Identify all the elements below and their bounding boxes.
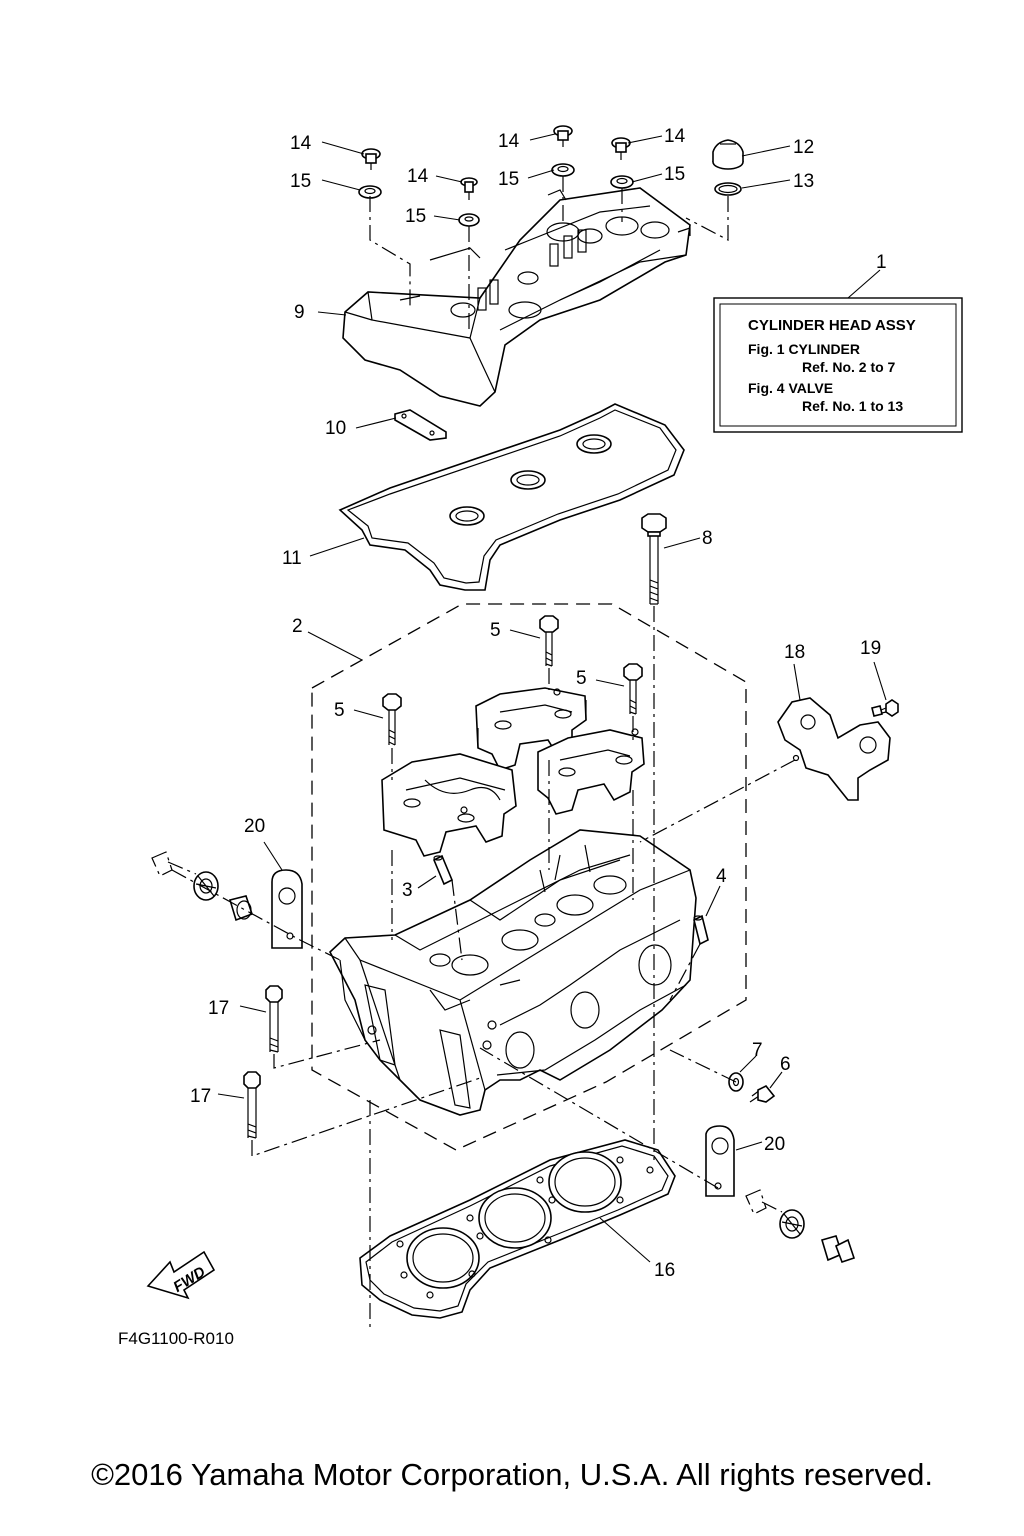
cylinder-head — [329, 829, 697, 1116]
cylinder-head-group-outline — [311, 603, 747, 1151]
bolt-17-lower — [243, 1071, 261, 1139]
stud-assembly-right — [745, 1189, 856, 1264]
bolt-14-center — [553, 125, 573, 147]
callout-5: 5 — [576, 668, 587, 689]
callout-15: 15 — [498, 169, 519, 190]
callout-6: 6 — [780, 1054, 791, 1075]
callout-16: 16 — [654, 1260, 675, 1281]
bolt-6 — [749, 1084, 776, 1103]
cylinder-head-cover-9 — [342, 187, 691, 407]
bolt-14-center-left — [460, 177, 478, 200]
bracket-10 — [394, 409, 447, 441]
leader-lines — [217, 133, 887, 1263]
grommet-15-center — [551, 163, 575, 177]
callout-17: 17 — [190, 1086, 211, 1107]
callout-10: 10 — [325, 418, 346, 439]
dowel-pin-3 — [432, 854, 454, 886]
head-cover-gasket-11 — [338, 403, 685, 591]
head-gasket-16 — [359, 1139, 676, 1319]
callout-15: 15 — [290, 171, 311, 192]
callout-18: 18 — [784, 642, 805, 663]
bolt-5-left — [382, 693, 402, 746]
camshaft-cap-left — [381, 753, 517, 857]
bolt-14-left — [361, 148, 381, 170]
bolt-14-right — [611, 137, 631, 160]
callout-20: 20 — [244, 816, 265, 837]
bolt-5-right — [623, 663, 643, 715]
bracket-20-right — [705, 1125, 735, 1197]
bracket-18 — [777, 697, 891, 801]
callout-1: 1 — [876, 252, 887, 273]
callout-8: 8 — [702, 528, 713, 549]
callout-11: 11 — [282, 548, 302, 569]
callout-14: 14 — [290, 133, 312, 154]
assembly-info-box: CYLINDER HEAD ASSY Fig. 1 CYLINDER Ref. … — [713, 297, 963, 433]
callout-4: 4 — [716, 866, 727, 887]
callout-17: 17 — [208, 998, 229, 1019]
assembly-box-line3: Fig. 4 VALVE — [748, 380, 833, 396]
long-bolt-8 — [641, 513, 667, 605]
callout-15: 15 — [664, 164, 685, 185]
callout-labels: 14 15 14 15 14 15 14 15 12 13 9 10 11 8 … — [190, 126, 887, 1281]
camshaft-cap-right — [537, 728, 645, 815]
callout-19: 19 — [860, 638, 881, 659]
callout-14: 14 — [664, 126, 686, 147]
alignment-lines — [171, 176, 796, 1330]
bolt-19 — [871, 699, 899, 717]
grommet-15-center-left — [458, 213, 480, 227]
callout-20: 20 — [764, 1134, 785, 1155]
grommet-15-right — [610, 175, 634, 189]
bracket-20-left — [271, 869, 303, 949]
callout-7: 7 — [752, 1040, 763, 1061]
o-ring-13 — [714, 182, 742, 196]
callout-13: 13 — [793, 171, 814, 192]
callout-9: 9 — [294, 302, 305, 323]
callout-12: 12 — [793, 137, 814, 158]
bolt-5-center — [539, 615, 559, 667]
callout-14: 14 — [407, 166, 429, 187]
dowel-pin-4 — [693, 914, 709, 946]
callout-15: 15 — [405, 206, 426, 227]
callout-14: 14 — [498, 131, 520, 152]
callout-5: 5 — [490, 620, 501, 641]
assembly-box-line1: Fig. 1 CYLINDER — [748, 341, 860, 357]
oil-filler-cap-12 — [712, 139, 744, 170]
callout-3: 3 — [402, 880, 413, 901]
forward-direction-arrow: FWD — [146, 1250, 216, 1300]
diagram-code: F4G1100-R010 — [118, 1329, 234, 1348]
assembly-box-title: CYLINDER HEAD ASSY — [748, 317, 916, 334]
assembly-box-line4: Ref. No. 1 to 13 — [802, 398, 903, 414]
callout-2: 2 — [292, 616, 303, 637]
bolt-17-upper — [265, 985, 283, 1053]
callout-5: 5 — [334, 700, 345, 721]
copyright-notice: ©2016 Yamaha Motor Corporation, U.S.A. A… — [91, 1457, 933, 1492]
assembly-box-line2: Ref. No. 2 to 7 — [802, 359, 896, 375]
